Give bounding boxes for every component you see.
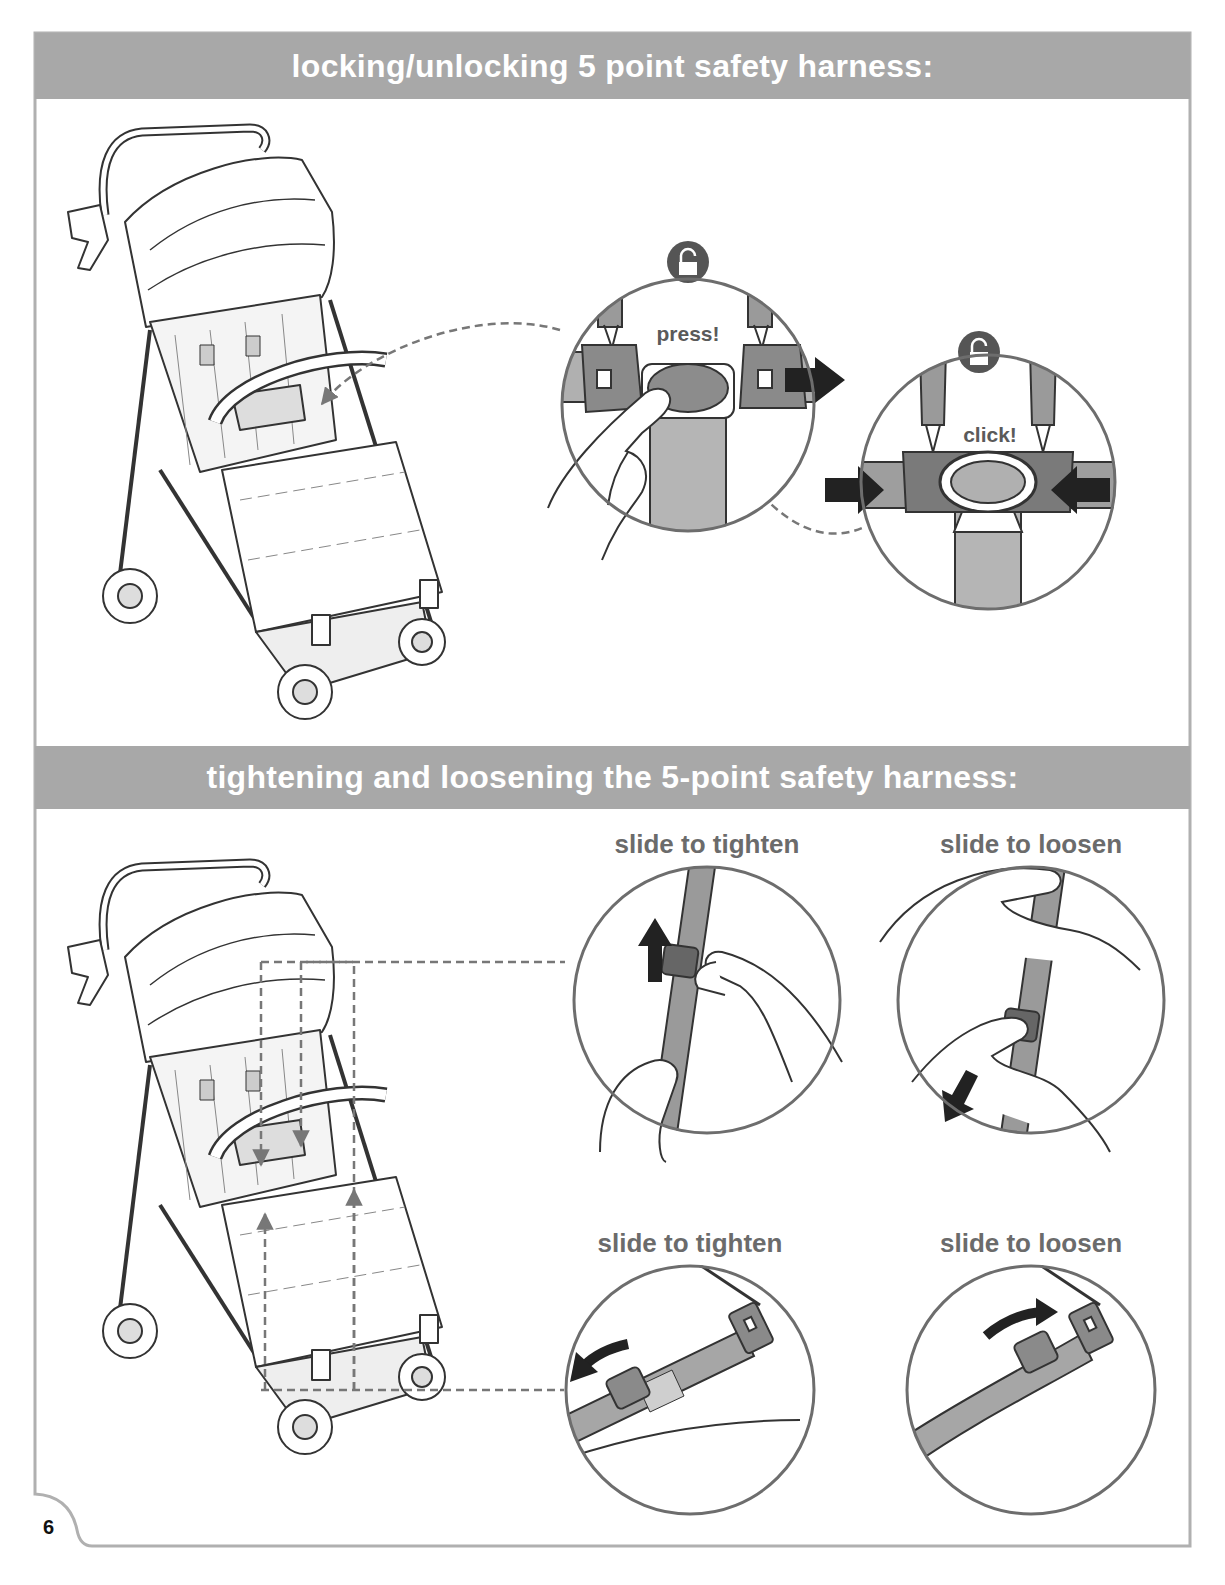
section-heading: tightening and loosening the 5-point saf… <box>206 759 1018 796</box>
page-number: 6 <box>43 1516 54 1539</box>
circle-outline <box>572 865 842 1135</box>
circle-outline <box>905 1264 1157 1516</box>
step-heading: slide to tighten <box>598 1228 783 1259</box>
section-band: locking/unlocking 5 point safety harness… <box>35 33 1190 99</box>
detail-circle: click! <box>859 353 1117 611</box>
section-band: tightening and loosening the 5-point saf… <box>35 746 1190 809</box>
step-heading: slide to loosen <box>940 829 1122 860</box>
detail-circle: slide to loosen <box>896 865 1166 1135</box>
action-word: click! <box>960 423 1020 447</box>
circle-outline <box>896 865 1166 1135</box>
circle-outline <box>859 353 1117 611</box>
circle-outline <box>560 277 816 533</box>
action-word: press! <box>653 322 722 346</box>
detail-connector <box>772 505 865 534</box>
detail-circle: slide to loosen <box>905 1264 1157 1516</box>
section-heading: locking/unlocking 5 point safety harness… <box>292 48 934 85</box>
circle-outline <box>564 1264 816 1516</box>
step-heading: slide to tighten <box>615 829 800 860</box>
detail-circle: slide to tighten <box>572 865 842 1135</box>
step-heading: slide to loosen <box>940 1228 1122 1259</box>
detail-circle: slide to tighten <box>564 1264 816 1516</box>
detail-circle: press! <box>560 277 816 533</box>
